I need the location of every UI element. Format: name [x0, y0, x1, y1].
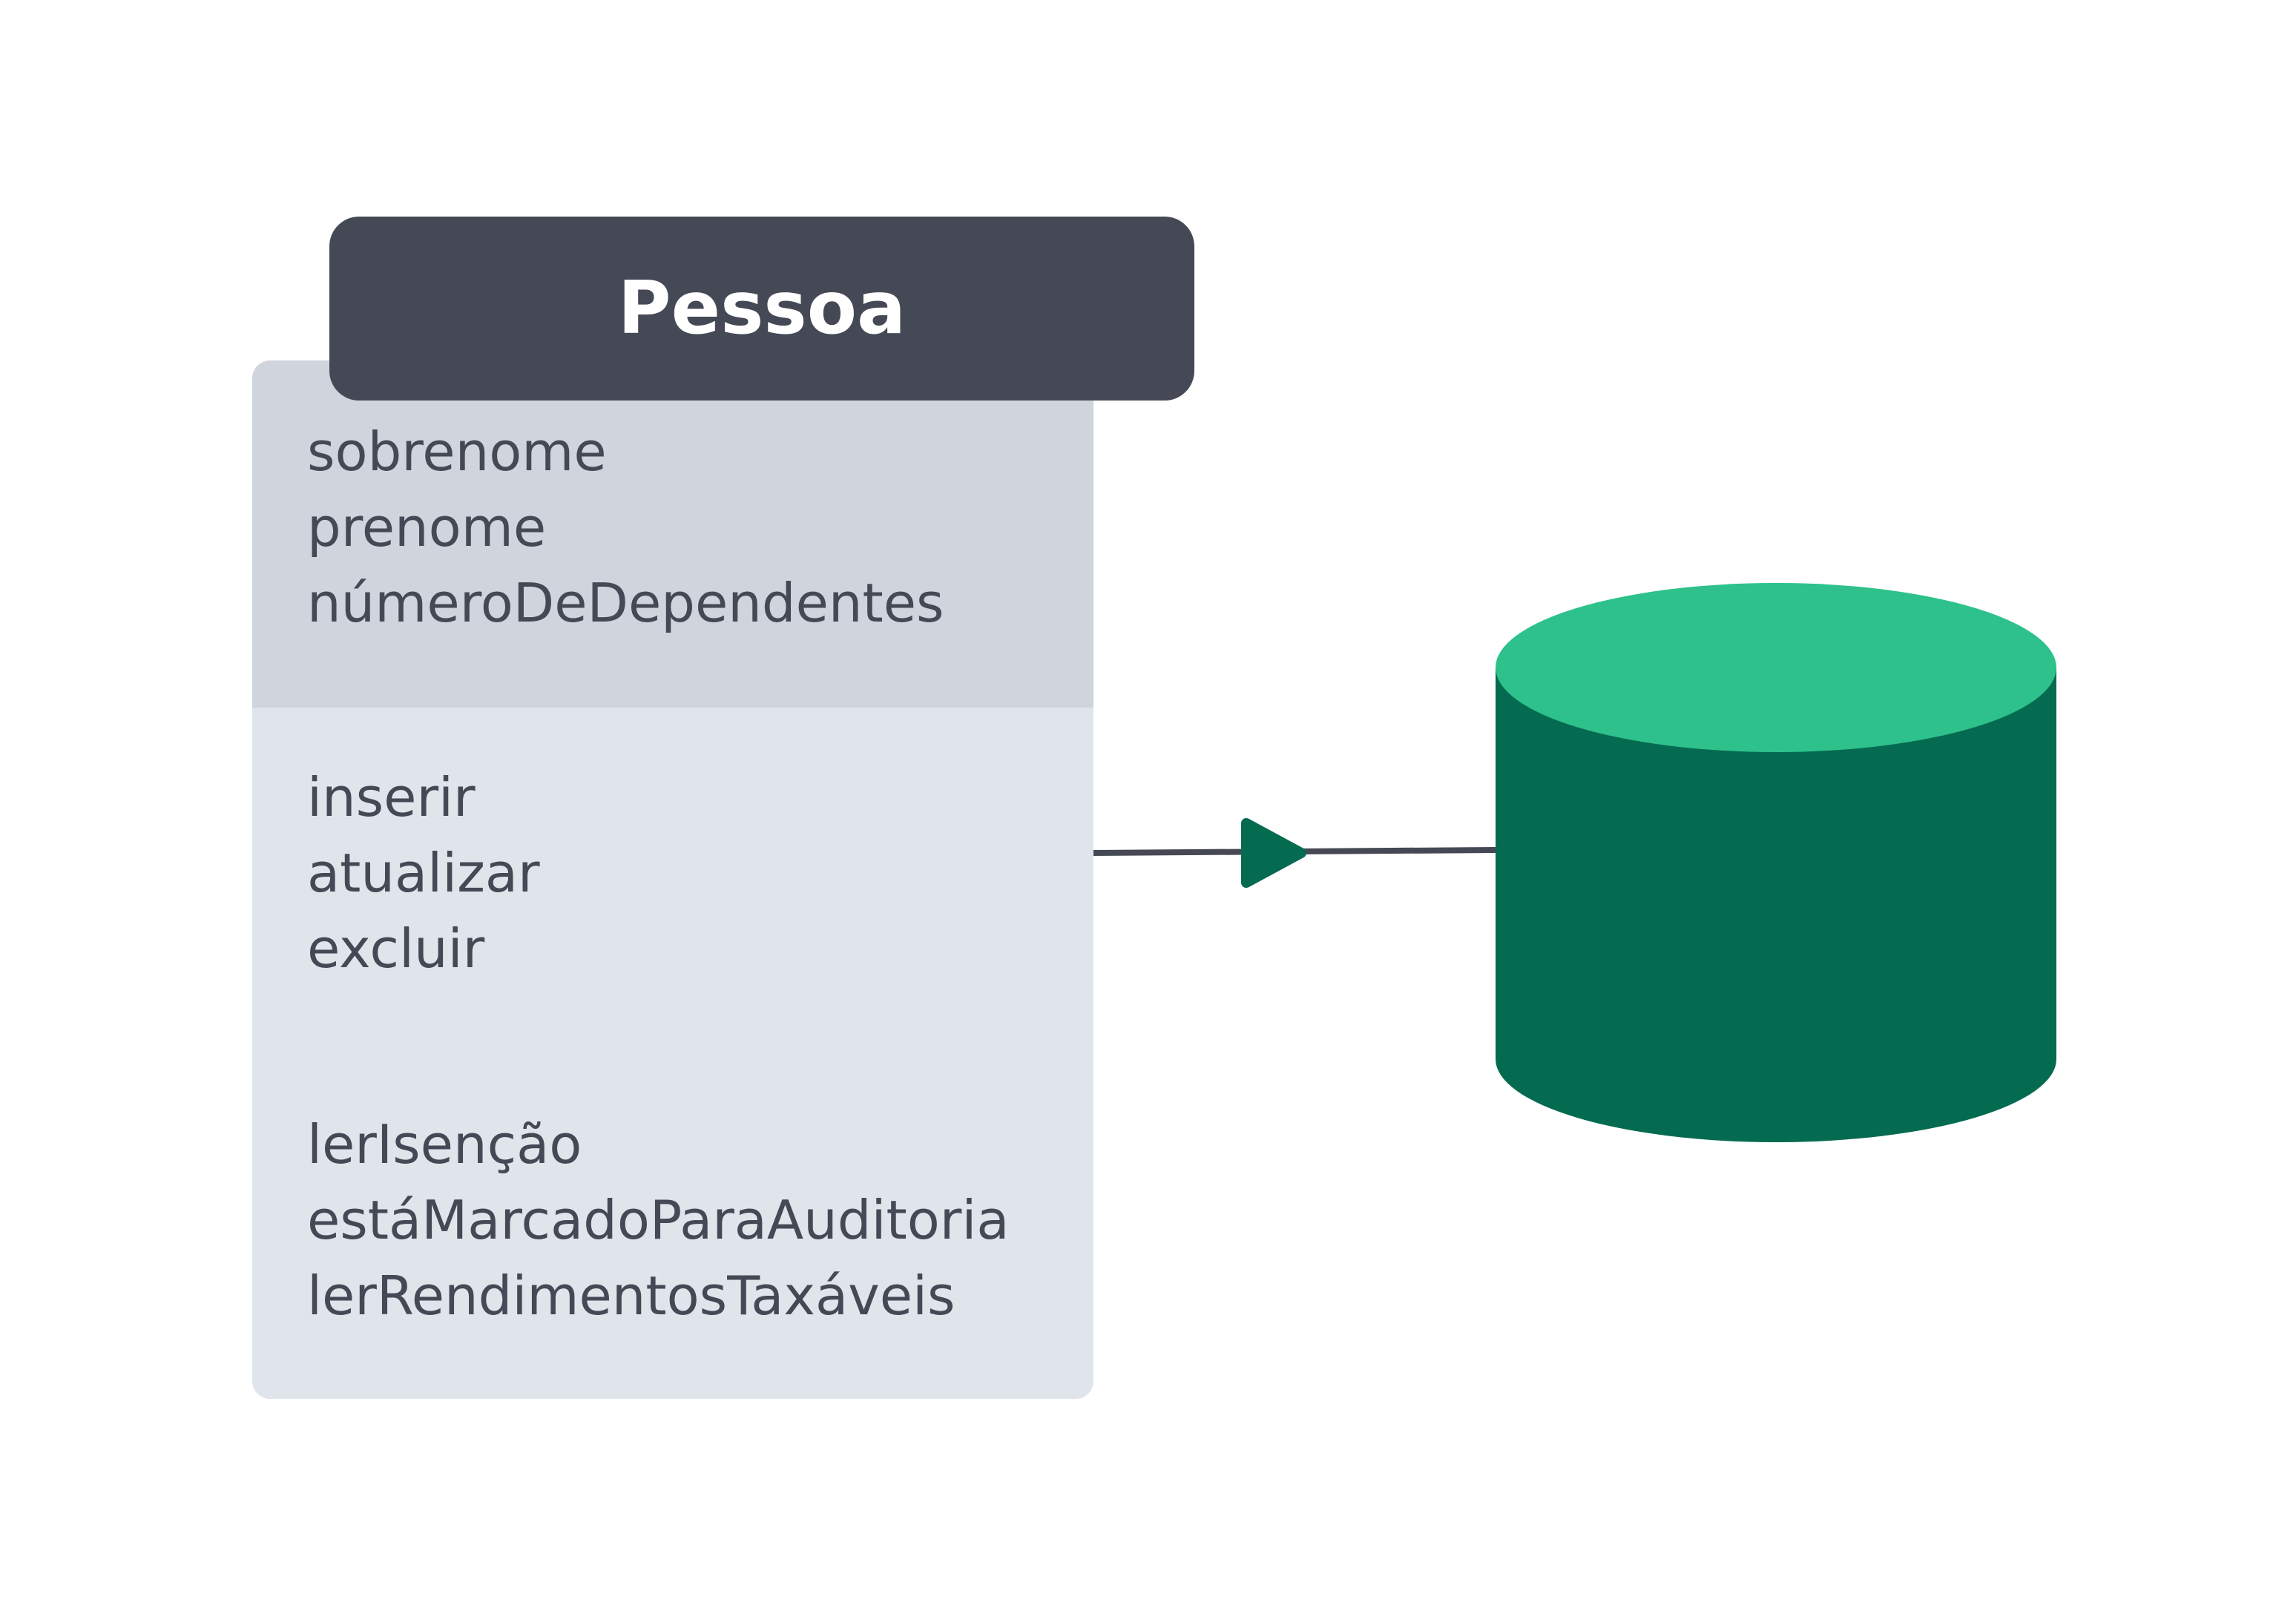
class-header[interactable]: Pessoa [329, 217, 1194, 401]
method-item: inserir [307, 766, 476, 828]
database-body [1496, 668, 2056, 1142]
methods-section: inserir atualizar excluir lerIsenção est… [252, 708, 1093, 1399]
method-item: atualizar [307, 842, 540, 904]
attributes-section: sobrenome prenome númeroDeDependentes [252, 360, 1093, 708]
class-box-pessoa[interactable]: sobrenome prenome númeroDeDependentes in… [252, 360, 1093, 1399]
method-item: excluir [307, 917, 485, 980]
triangle-arrow-icon [1241, 818, 1306, 888]
attribute-item: númeroDeDependentes [307, 572, 944, 634]
database-top [1496, 583, 2056, 752]
attribute-item: prenome [307, 496, 547, 558]
operation-item: lerIsenção [307, 1113, 582, 1176]
operation-item: estáMarcadoParaAuditoria [307, 1189, 1010, 1251]
attribute-item: sobrenome [307, 421, 607, 483]
operation-item: lerRendimentosTaxáveis [307, 1265, 955, 1327]
database-cylinder-icon[interactable] [1496, 583, 2056, 1142]
class-title: Pessoa [617, 266, 907, 351]
